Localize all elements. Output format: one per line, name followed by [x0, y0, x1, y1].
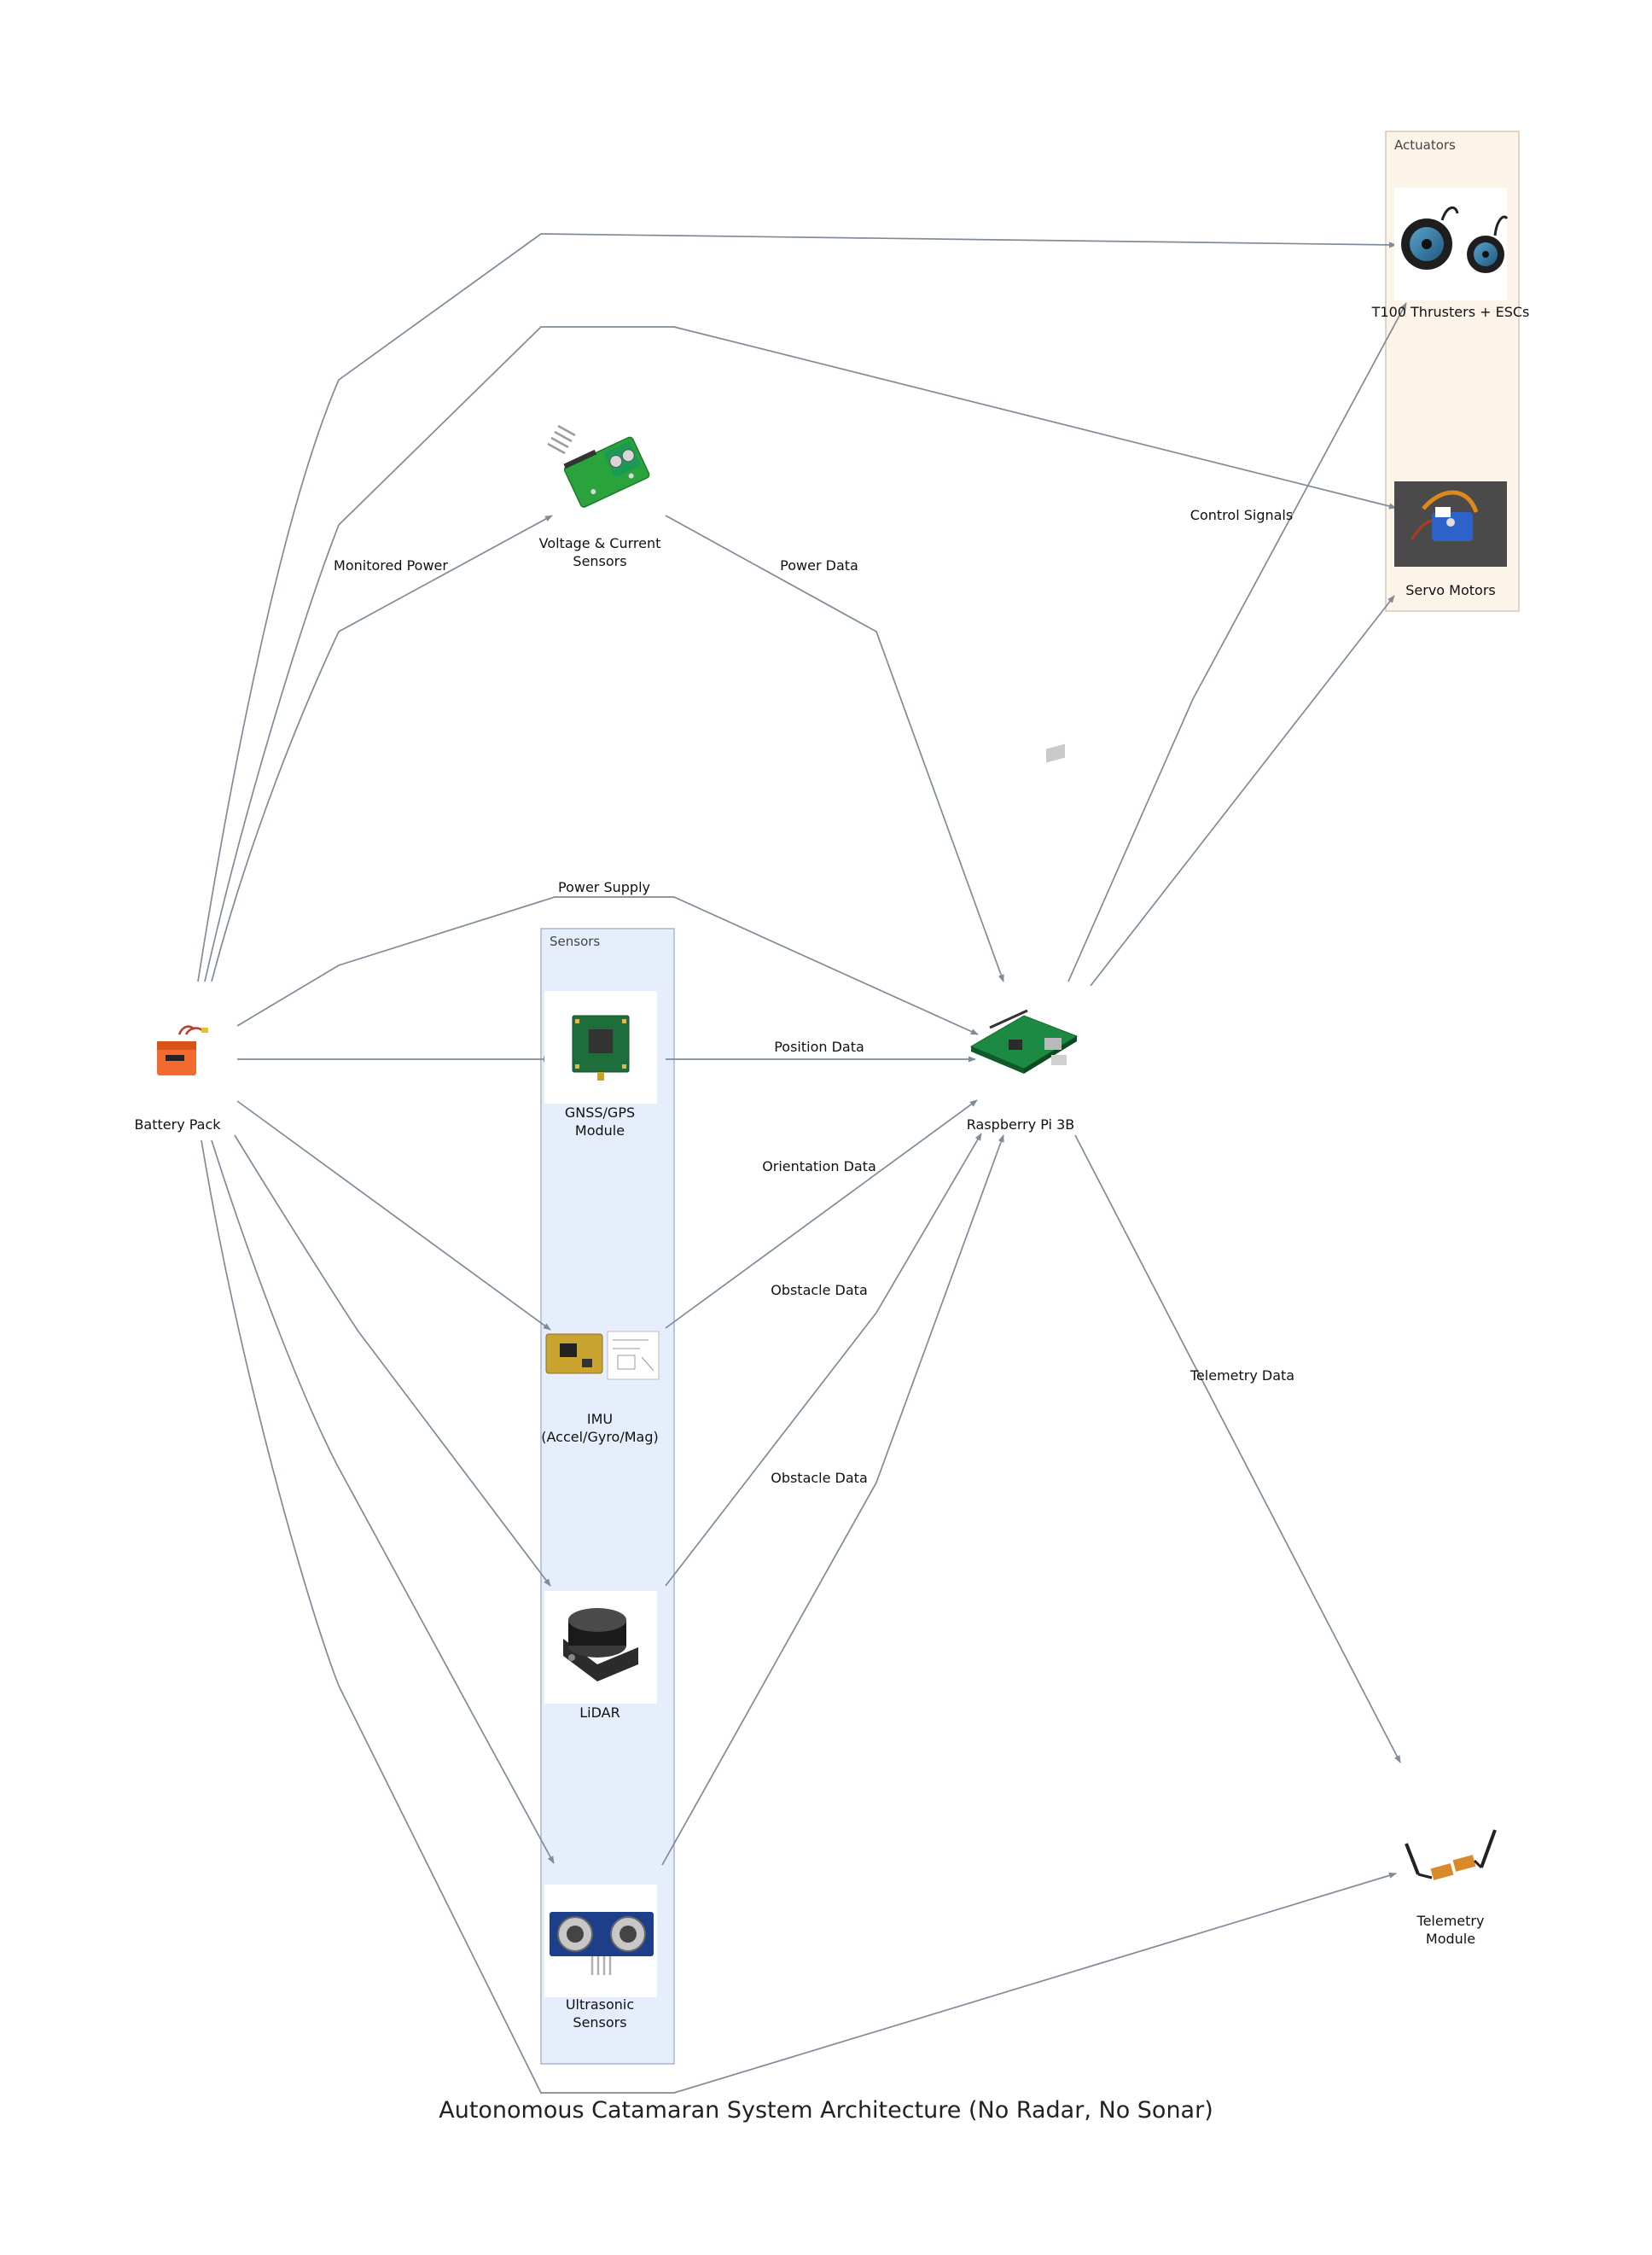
battery-label: Battery Pack [134, 1116, 221, 1133]
telemetry-label-line-2: Module [1426, 1931, 1475, 1947]
edge-rpi-telemetry [1074, 1134, 1401, 1763]
edge-labels: Monitored Power Power Data Control Signa… [334, 507, 1294, 1486]
imu-board-icon [545, 1331, 660, 1380]
edge-label-control-signals: Control Signals [1190, 507, 1293, 523]
telemetry-radio-icon [1405, 1829, 1497, 1880]
lidar-label: LiDAR [579, 1704, 620, 1721]
imu-label-line-2: (Accel/Gyro/Mag) [541, 1429, 658, 1445]
imu-label-line-1: IMU [587, 1411, 613, 1427]
edge-rpi-thrusters [1067, 302, 1407, 982]
edge-label-power-supply: Power Supply [558, 879, 650, 895]
thruster-icon [1401, 206, 1509, 273]
edge-rpi-servos [1090, 595, 1395, 987]
gnss-node[interactable]: GNSS/GPS Module [544, 991, 657, 1139]
thrusters-node[interactable]: T100 Thrusters + ESCs [1371, 188, 1530, 320]
servos-node[interactable]: Servo Motors [1394, 481, 1507, 598]
lidar-node[interactable]: LiDAR [544, 1591, 657, 1721]
edge-battery-power-sensors [211, 515, 553, 982]
gnss-label-line-1: GNSS/GPS [565, 1104, 635, 1121]
lidar-sensor-icon [563, 1608, 638, 1681]
edge-battery-rpi [236, 896, 979, 1035]
rpi-label: Raspberry Pi 3B [967, 1116, 1074, 1133]
power-sensors-label-line-2: Sensors [573, 553, 626, 569]
gnss-module-icon [572, 1015, 630, 1081]
edge-label-orientation-data: Orientation Data [762, 1158, 876, 1174]
actuators-cluster-title: Actuators [1394, 137, 1456, 153]
edge-battery-lidar [234, 1134, 551, 1587]
power-sensors-label-line-1: Voltage & Current [539, 535, 661, 551]
sensors-cluster: Sensors [540, 928, 675, 2065]
edge-battery-thrusters [197, 233, 1397, 982]
telemetry-label-line-1: Telemetry [1416, 1913, 1485, 1929]
edge-power-sensors-rpi [665, 515, 1004, 982]
edge-label-monitored-power: Monitored Power [334, 557, 448, 574]
power-sensors-node[interactable]: Voltage & Current Sensors [539, 424, 661, 569]
raspberry-pi-icon [969, 743, 1079, 1074]
ultrasonic-label-line-2: Sensors [573, 2014, 626, 2031]
edge-label-telemetry-data: Telemetry Data [1190, 1367, 1294, 1384]
battery-node[interactable]: Battery Pack [134, 1025, 221, 1133]
power-sensor-board-icon [547, 424, 650, 508]
ultrasonic-label-line-1: Ultrasonic [566, 1996, 634, 2013]
imu-node[interactable]: IMU (Accel/Gyro/Mag) [541, 1331, 660, 1445]
rpi-node[interactable]: Raspberry Pi 3B [967, 743, 1079, 1133]
servos-label: Servo Motors [1405, 582, 1496, 598]
diagram-title: Autonomous Catamaran System Architecture… [439, 2097, 1213, 2124]
edge-label-power-data: Power Data [780, 557, 858, 574]
ultrasonic-node[interactable]: Ultrasonic Sensors [544, 1885, 657, 2031]
edge-battery-ultrasonic [211, 1139, 555, 1864]
edge-label-obstacle-data-ultrasonic: Obstacle Data [771, 1470, 868, 1486]
edges [197, 233, 1407, 2094]
sensors-cluster-title: Sensors [550, 934, 600, 949]
edge-battery-imu [236, 1100, 551, 1331]
edge-label-obstacle-data-lidar: Obstacle Data [771, 1282, 868, 1298]
edge-battery-servos [204, 326, 1397, 982]
telemetry-node[interactable]: Telemetry Module [1405, 1829, 1497, 1947]
thrusters-label: T100 Thrusters + ESCs [1371, 304, 1530, 320]
edge-lidar-rpi [665, 1133, 982, 1587]
ultrasonic-sensor-icon [550, 1912, 654, 1975]
edge-label-position-data: Position Data [774, 1039, 864, 1055]
servo-motor-icon [1410, 490, 1479, 541]
edge-imu-rpi [665, 1099, 978, 1329]
edge-ultrasonic-rpi [661, 1134, 1004, 1866]
edge-battery-telemetry [201, 1139, 1397, 2094]
gnss-label-line-2: Module [575, 1122, 625, 1139]
lipo-battery-icon [157, 1025, 208, 1075]
